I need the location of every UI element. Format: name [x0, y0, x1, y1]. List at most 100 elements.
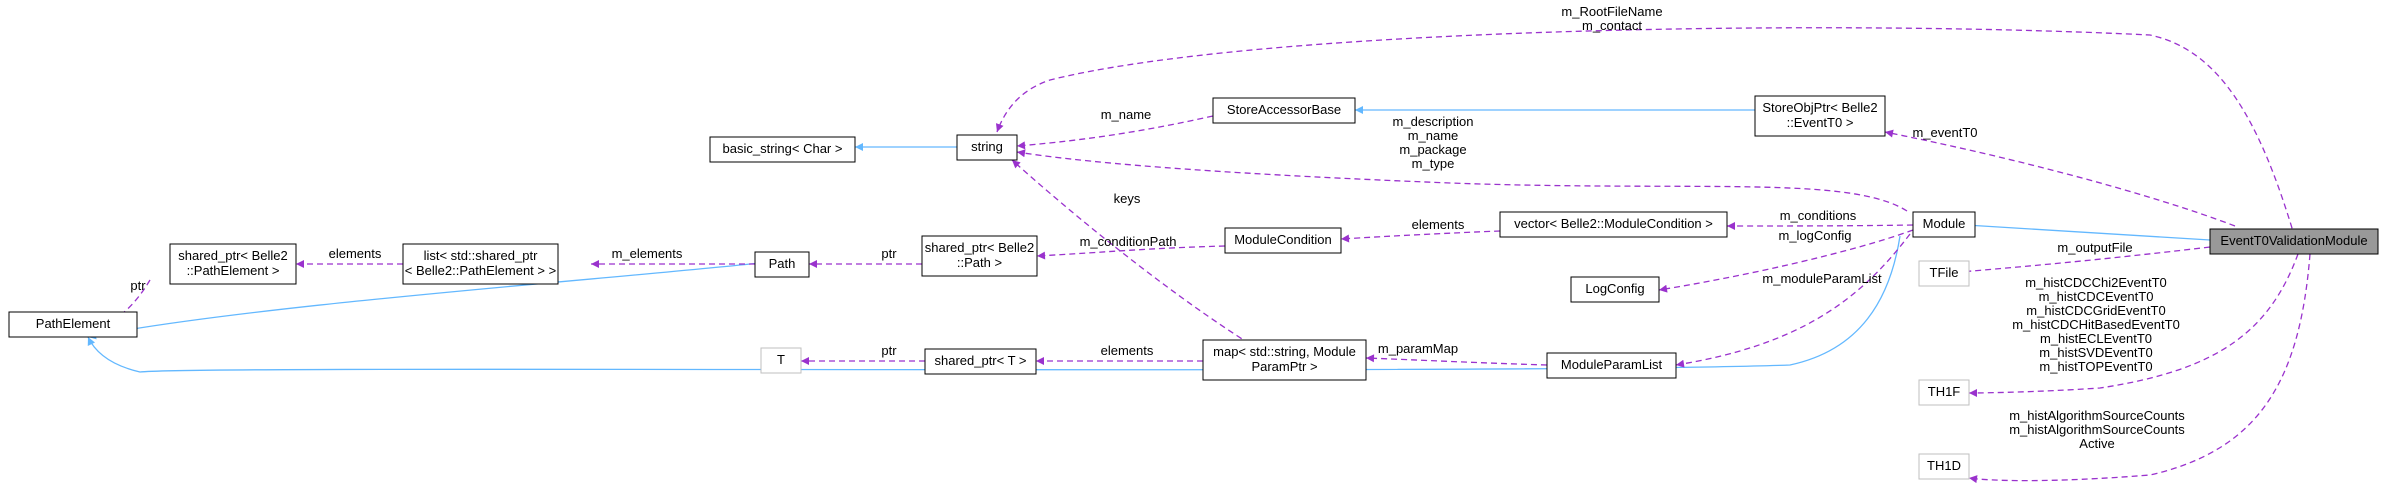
edge-e12	[1340, 230, 1501, 243]
node-storeaccessorbase[interactable]: StoreAccessorBase	[1212, 97, 1356, 124]
node-box	[709, 136, 856, 163]
edge-label-e5: m_conditionPath	[1080, 234, 1177, 249]
edge-label-line: m_histSVDEventT0	[2039, 345, 2152, 360]
node-box	[2209, 228, 2379, 255]
node-label: basic_string< Char >	[723, 141, 843, 156]
edge-e16	[1675, 233, 1911, 368]
node-label: StoreAccessorBase	[1227, 102, 1341, 117]
edge-label-line: m_RootFileName	[1561, 4, 1662, 19]
edge-path-inherits-pathelement	[87, 262, 761, 340]
edge-label-line: m_eventT0	[1912, 125, 1977, 140]
edge-e19	[1968, 253, 2299, 397]
node-vector-modulecondition[interactable]: vector< Belle2::ModuleCondition >	[1499, 211, 1728, 238]
node-label: shared_ptr< T >	[934, 353, 1026, 368]
edge-label-line: ptr	[881, 246, 897, 261]
edge-e9	[1011, 159, 1251, 345]
node-label: T	[777, 352, 785, 367]
node-string[interactable]: string	[956, 134, 1018, 161]
node-t[interactable]: T	[760, 347, 802, 374]
node-module[interactable]: Module	[1912, 211, 1976, 238]
edge-label-line: m_outputFile	[2057, 240, 2132, 255]
edge-label-line: elements	[1101, 343, 1154, 358]
node-label: TH1D	[1927, 458, 1961, 473]
node-storeobjptr[interactable]: StoreObjPtr< Belle2::EventT0 >	[1754, 95, 1886, 137]
node-tfile[interactable]: TFile	[1918, 260, 1970, 287]
edge-label-e12: elements	[1412, 217, 1465, 232]
edge-label-line: m_histTOPEventT0	[2039, 359, 2152, 374]
node-label: TFile	[1930, 265, 1959, 280]
edge-label-line: m_conditionPath	[1080, 234, 1177, 249]
node-box	[754, 251, 810, 278]
edge-label-line: m_conditions	[1780, 208, 1857, 223]
node-label: PathElement	[36, 316, 111, 331]
node-box	[1202, 339, 1367, 381]
edge-label-e14: m_logConfig	[1779, 228, 1852, 243]
node-label: map< std::string, Module	[1213, 344, 1356, 359]
edge-label-line: m_name	[1408, 128, 1459, 143]
node-label: StoreObjPtr< Belle2	[1762, 100, 1877, 115]
node-basic-string[interactable]: basic_string< Char >	[709, 136, 856, 163]
edge-label-e3: m_elements	[612, 246, 683, 261]
edge-label-e6: ptr	[881, 343, 897, 358]
node-th1d[interactable]: TH1D	[1918, 453, 1970, 480]
node-path[interactable]: Path	[754, 251, 810, 278]
edge-label-line: ptr	[130, 278, 146, 293]
node-label: ModuleParamList	[1561, 357, 1663, 372]
node-box	[8, 311, 138, 338]
edge-label-e1: ptr	[130, 278, 146, 293]
edge-labels: ptr elements m_elements ptr m_conditionP…	[130, 4, 2185, 451]
edge-label-e2: elements	[329, 246, 382, 261]
node-eventt0validationmodule[interactable]: EventT0ValidationModule	[2209, 228, 2379, 255]
edge-label-line: elements	[329, 246, 382, 261]
node-logconfig[interactable]: LogConfig	[1570, 276, 1660, 303]
edge-label-line: m_histECLEventT0	[2040, 331, 2152, 346]
edge-e20	[1968, 253, 2311, 484]
node-shared-ptr-path[interactable]: shared_ptr< Belle2::Path >	[921, 235, 1038, 277]
edge-e14	[1658, 229, 1914, 293]
edge-eventt0validationmodule-inherits-module	[1949, 220, 2211, 241]
edge-e17	[1884, 129, 2236, 227]
edge-label-e7: elements	[1101, 343, 1154, 358]
node-box	[402, 243, 559, 285]
node-label: vector< Belle2::ModuleCondition >	[1514, 216, 1713, 231]
edge-label-line: m_description	[1393, 114, 1474, 129]
edge-label-e16: m_moduleParamList	[1762, 271, 1882, 286]
node-modulecondition[interactable]: ModuleCondition	[1224, 227, 1342, 254]
node-label: list< std::shared_ptr	[424, 248, 538, 263]
node-shared-ptr-pathelement[interactable]: shared_ptr< Belle2::PathElement >	[169, 243, 297, 285]
edge-label-line: m_elements	[612, 246, 683, 261]
edge-label-e9: keys	[1114, 191, 1141, 206]
edge-label-line: m_package	[1399, 142, 1466, 157]
edge-label-line: m_contact	[1582, 18, 1642, 33]
edge-label-line: m_histCDCGridEventT0	[2026, 303, 2165, 318]
node-box	[1224, 227, 1342, 254]
node-box	[924, 348, 1037, 375]
node-label: ParamPtr >	[1251, 359, 1317, 374]
node-label: LogConfig	[1585, 281, 1644, 296]
node-label: ::Path >	[957, 255, 1002, 270]
node-th1f[interactable]: TH1F	[1918, 379, 1970, 406]
node-moduleparamlist[interactable]: ModuleParamList	[1546, 352, 1677, 379]
edge-label-line: m_histAlgorithmSourceCounts	[2009, 408, 2185, 423]
node-list-shared-ptr[interactable]: list< std::shared_ptr< Belle2::PathEleme…	[402, 243, 559, 285]
node-label: ModuleCondition	[1234, 232, 1332, 247]
node-box	[1918, 453, 1970, 480]
edge-label-line: m_type	[1412, 156, 1455, 171]
node-label: shared_ptr< Belle2	[178, 248, 288, 263]
edge-label-e8: m_name	[1101, 107, 1152, 122]
node-shared-ptr-t[interactable]: shared_ptr< T >	[924, 348, 1037, 375]
node-label: EventT0ValidationModule	[2220, 233, 2367, 248]
edge-e15	[1365, 354, 1548, 366]
node-label: Path	[769, 256, 796, 271]
node-label: ::EventT0 >	[1787, 115, 1854, 130]
edge-label-line: m_histCDCEventT0	[2039, 289, 2154, 304]
edge-e18	[1959, 246, 2211, 276]
edge-label-line: m_paramMap	[1378, 341, 1458, 356]
edge-label-line: m_name	[1101, 107, 1152, 122]
edge-label-e15: m_paramMap	[1378, 341, 1458, 356]
node-pathelement[interactable]: PathElement	[8, 311, 138, 338]
edge-label-e13: m_conditions	[1780, 208, 1857, 223]
